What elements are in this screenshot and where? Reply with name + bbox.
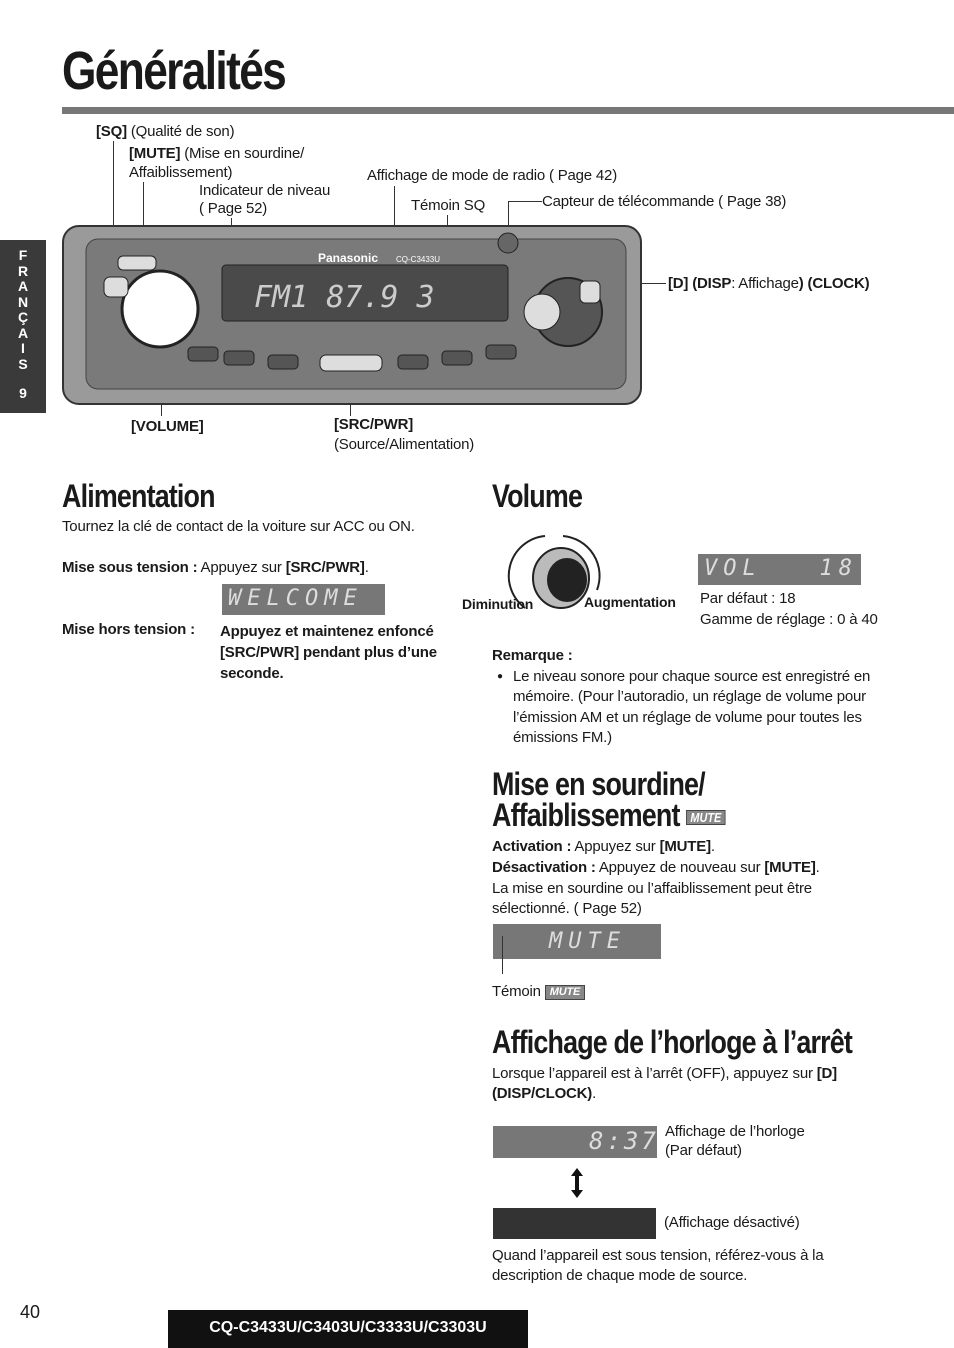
radio-display-text: FM1 87.9 3 bbox=[254, 280, 435, 315]
section-title-volume: Volume bbox=[492, 478, 583, 514]
volume-knob bbox=[120, 269, 200, 349]
leader-line bbox=[508, 201, 542, 202]
language-side-tab: F R A N Ç A I S 9 bbox=[0, 240, 46, 413]
section-title-mute-2: Affaiblissement MUTE bbox=[492, 797, 726, 834]
clock-outro: Quand l’appareil est sous tension, référ… bbox=[492, 1247, 824, 1264]
preset-button bbox=[187, 346, 219, 362]
page-title: Généralités bbox=[62, 41, 287, 101]
band-button bbox=[523, 293, 561, 331]
label-remote-sensor: Capteur de télécommande ( Page 38) bbox=[542, 193, 787, 210]
brand-logo: Panasonic bbox=[318, 251, 378, 265]
mute-desc-2: sélectionné. ( Page 52) bbox=[492, 900, 642, 917]
side-tab-letter: F bbox=[18, 247, 28, 263]
clock-intro-2: (DISP/CLOCK). bbox=[492, 1085, 597, 1102]
label-mute-2: Affaiblissement) bbox=[129, 164, 233, 181]
section-title-clock: Affichage de l’horloge à l’arrêt bbox=[492, 1024, 853, 1060]
side-tab-letter: Ç bbox=[17, 309, 29, 325]
clock-label-2: (Par défaut) bbox=[665, 1142, 742, 1159]
label-diminution: Diminution bbox=[462, 596, 534, 612]
volume-knob-illustration bbox=[507, 535, 601, 609]
label-sq-temoin: Témoin SQ bbox=[411, 197, 486, 214]
title-rule bbox=[62, 107, 954, 114]
clock-intro: Lorsque l’appareil est à l’arrêt (OFF), … bbox=[492, 1065, 837, 1082]
mute-activation: Activation : Appuyez sur [MUTE]. bbox=[492, 838, 715, 855]
toggle-arrow-icon bbox=[571, 1168, 583, 1198]
mute-deactivation: Désactivation : Appuyez de nouveau sur [… bbox=[492, 859, 820, 876]
label-src-key: [SRC/PWR] bbox=[334, 416, 414, 433]
label-mute: [MUTE] (Mise en sourdine/ bbox=[129, 145, 305, 162]
car-radio-faceplate: FM1 87.9 3 Panasonic CQ-C3433U bbox=[62, 225, 642, 405]
model-footer: CQ-C3433U/C3403U/C3333U/C3303U bbox=[168, 1310, 528, 1348]
mute-lcd: MUTE bbox=[493, 924, 661, 959]
side-tab-letter: N bbox=[17, 293, 29, 310]
section-title-mute: Mise en sourdine/ bbox=[492, 766, 706, 802]
preset-button bbox=[223, 350, 255, 366]
page-number: 40 bbox=[20, 1302, 41, 1322]
volume-default: Par défaut : 18 bbox=[700, 590, 796, 607]
power-off-label: Mise hors tension : bbox=[62, 621, 195, 638]
mute-desc: La mise en sourdine ou l’affaiblissement… bbox=[492, 880, 812, 897]
sq-button bbox=[103, 276, 129, 298]
clock-off-lcd bbox=[493, 1208, 656, 1239]
label-level-page: ( Page 52) bbox=[199, 200, 268, 217]
label-radio-mode: Affichage de mode de radio ( Page 42) bbox=[367, 167, 617, 184]
side-tab-letter: S bbox=[18, 355, 28, 372]
leader-line bbox=[113, 141, 114, 281]
label-sq: [SQ] (Qualité de son) bbox=[96, 123, 235, 140]
section-title-alimentation: Alimentation bbox=[62, 478, 216, 514]
side-tab-letter: A bbox=[17, 324, 29, 341]
volume-note: Le niveau sonore pour chaque source est … bbox=[513, 668, 871, 746]
alimentation-intro: Tournez la clé de contact de la voiture … bbox=[62, 518, 415, 535]
mute-temoin-label: Témoin MUTE bbox=[492, 983, 586, 1000]
power-off-instruction: Appuyez et maintenez enfoncé [SRC/PWR] p… bbox=[220, 623, 437, 682]
leader-line bbox=[143, 182, 144, 262]
clock-outro-2: description de chaque mode de source. bbox=[492, 1267, 748, 1284]
src-pwr-button bbox=[319, 354, 383, 372]
leader-line bbox=[508, 201, 509, 243]
mute-badge-icon: MUTE bbox=[544, 984, 586, 1000]
power-on-instruction: Mise sous tension : Appuyez sur [SRC/PWR… bbox=[62, 559, 369, 576]
welcome-lcd: WELCOME bbox=[222, 584, 385, 615]
preset-button bbox=[441, 350, 473, 366]
preset-button bbox=[397, 354, 429, 370]
model-label: CQ-C3433U bbox=[396, 255, 440, 264]
volume-range: Gamme de réglage : 0 à 40 bbox=[700, 611, 878, 628]
remote-sensor bbox=[497, 232, 519, 254]
side-tab-page: 9 bbox=[19, 385, 27, 401]
note-title: Remarque : bbox=[492, 647, 573, 664]
side-tab-letter: R bbox=[17, 262, 29, 279]
label-volume-key: [VOLUME] bbox=[131, 418, 204, 435]
preset-button bbox=[267, 354, 299, 370]
clock-off-label: (Affichage désactivé) bbox=[664, 1214, 800, 1231]
label-d-key: [D] (DISP: Affichage) (CLOCK) bbox=[668, 275, 870, 292]
bullet-icon: ● bbox=[497, 671, 504, 682]
mute-badge-icon: MUTE bbox=[686, 810, 726, 826]
preset-button bbox=[485, 344, 517, 360]
side-tab-letter: A bbox=[17, 278, 29, 294]
clock-label: Affichage de l’horloge bbox=[665, 1123, 805, 1140]
label-level: Indicateur de niveau bbox=[199, 182, 331, 199]
mute-button bbox=[117, 255, 157, 271]
label-src-desc: (Source/Alimentation) bbox=[334, 436, 475, 453]
leader-line bbox=[502, 936, 503, 974]
label-augmentation: Augmentation bbox=[584, 594, 676, 610]
clock-lcd: 8:37 bbox=[493, 1126, 657, 1158]
d-button bbox=[579, 280, 601, 304]
side-tab-letter: I bbox=[21, 340, 25, 356]
volume-lcd: VOL 18 bbox=[698, 554, 861, 585]
